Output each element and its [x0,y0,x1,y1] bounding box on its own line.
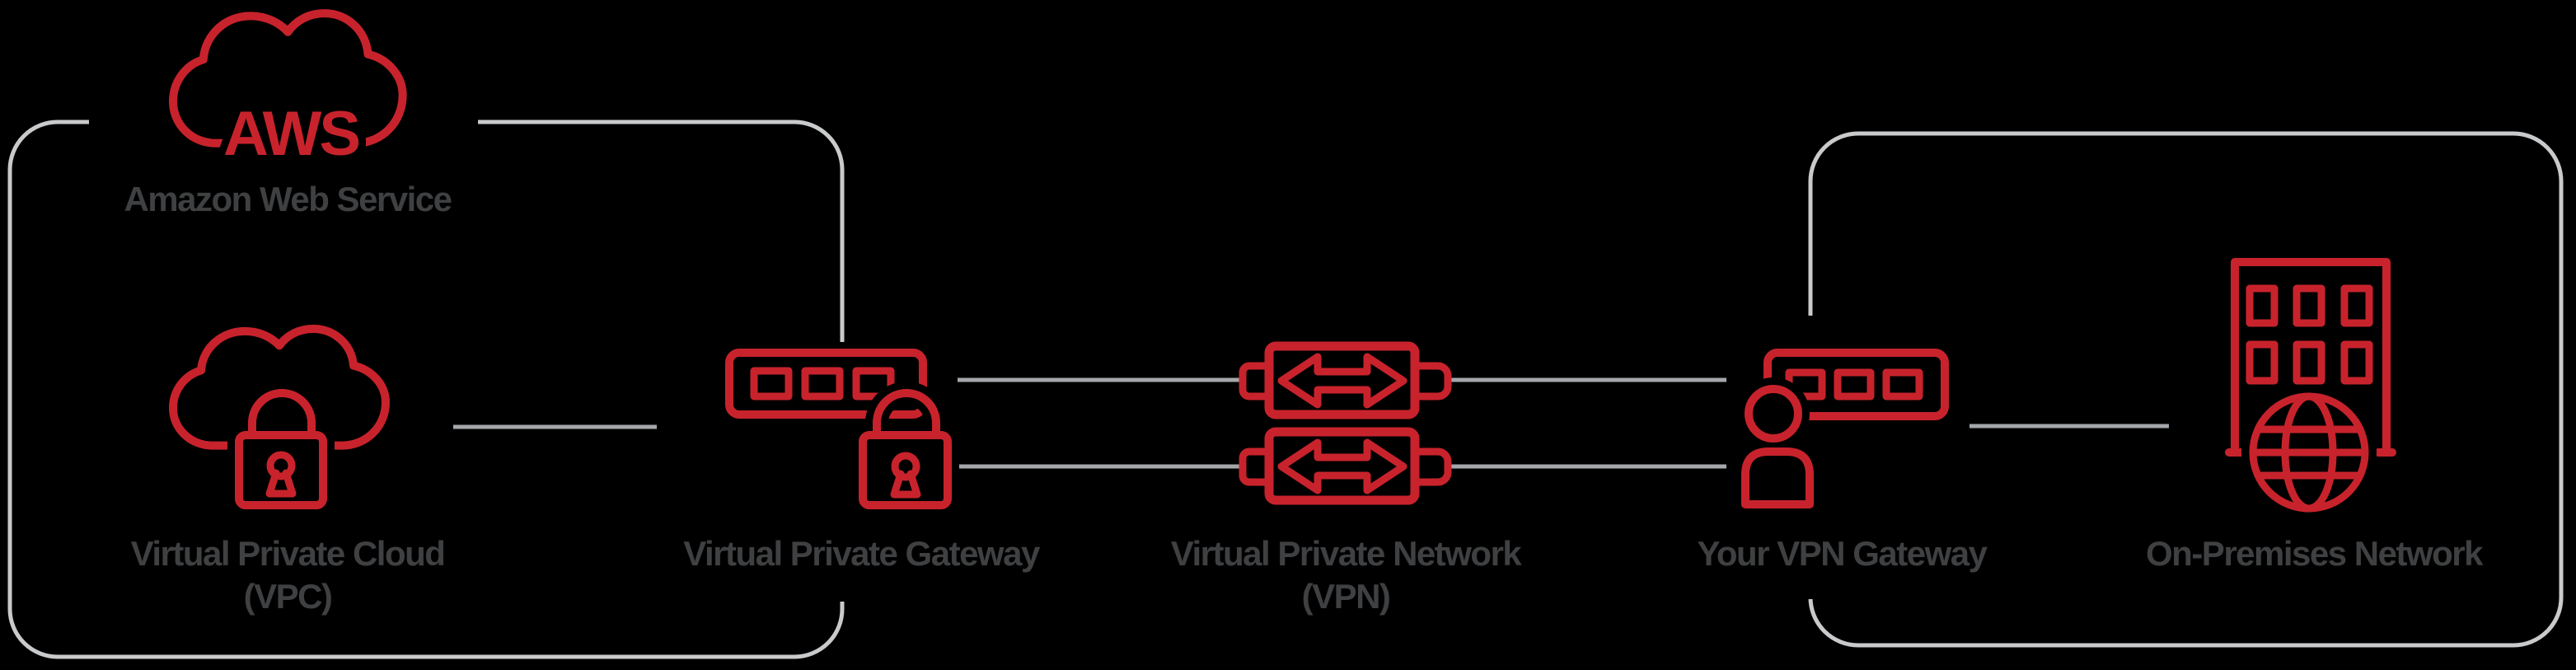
aws-cloud-icon: AWS [173,13,403,176]
vpc-abbrev-label: (VPC) [243,577,333,616]
on-premises-label: On-Premises Network [2146,534,2484,573]
keyhole-icon [266,451,296,480]
connection-lines [453,377,2169,469]
aws-logo-text: AWS [223,99,358,169]
double-arrow-icon [1277,353,1407,409]
vpn-tunnel-2-icon [1239,427,1452,505]
vpn-abbrev-label: (VPN) [1301,577,1391,616]
vpn-tunnel-1-icon [1239,341,1452,419]
double-arrow-icon [1277,438,1407,494]
vpg-label: Virtual Private Gateway [683,534,1040,573]
router-icon [725,349,927,419]
vpc-cloud-lock-icon [173,329,386,517]
user-icon [1734,377,1821,516]
keyhole-icon [891,452,920,481]
on-premises-network-icon [2225,258,2396,520]
vpn-label: Virtual Private Network [1170,534,1522,573]
globe-icon [2241,385,2377,520]
padlock-icon [851,382,959,517]
virtual-private-gateway-icon [725,349,959,517]
your-vpn-gateway-icon [1734,349,1949,516]
aws-caption-label: Amazon Web Service [124,180,452,218]
vpc-label: Virtual Private Cloud [130,534,446,573]
your-gateway-label: Your VPN Gateway [1697,534,1988,573]
building-icon [2225,258,2396,457]
